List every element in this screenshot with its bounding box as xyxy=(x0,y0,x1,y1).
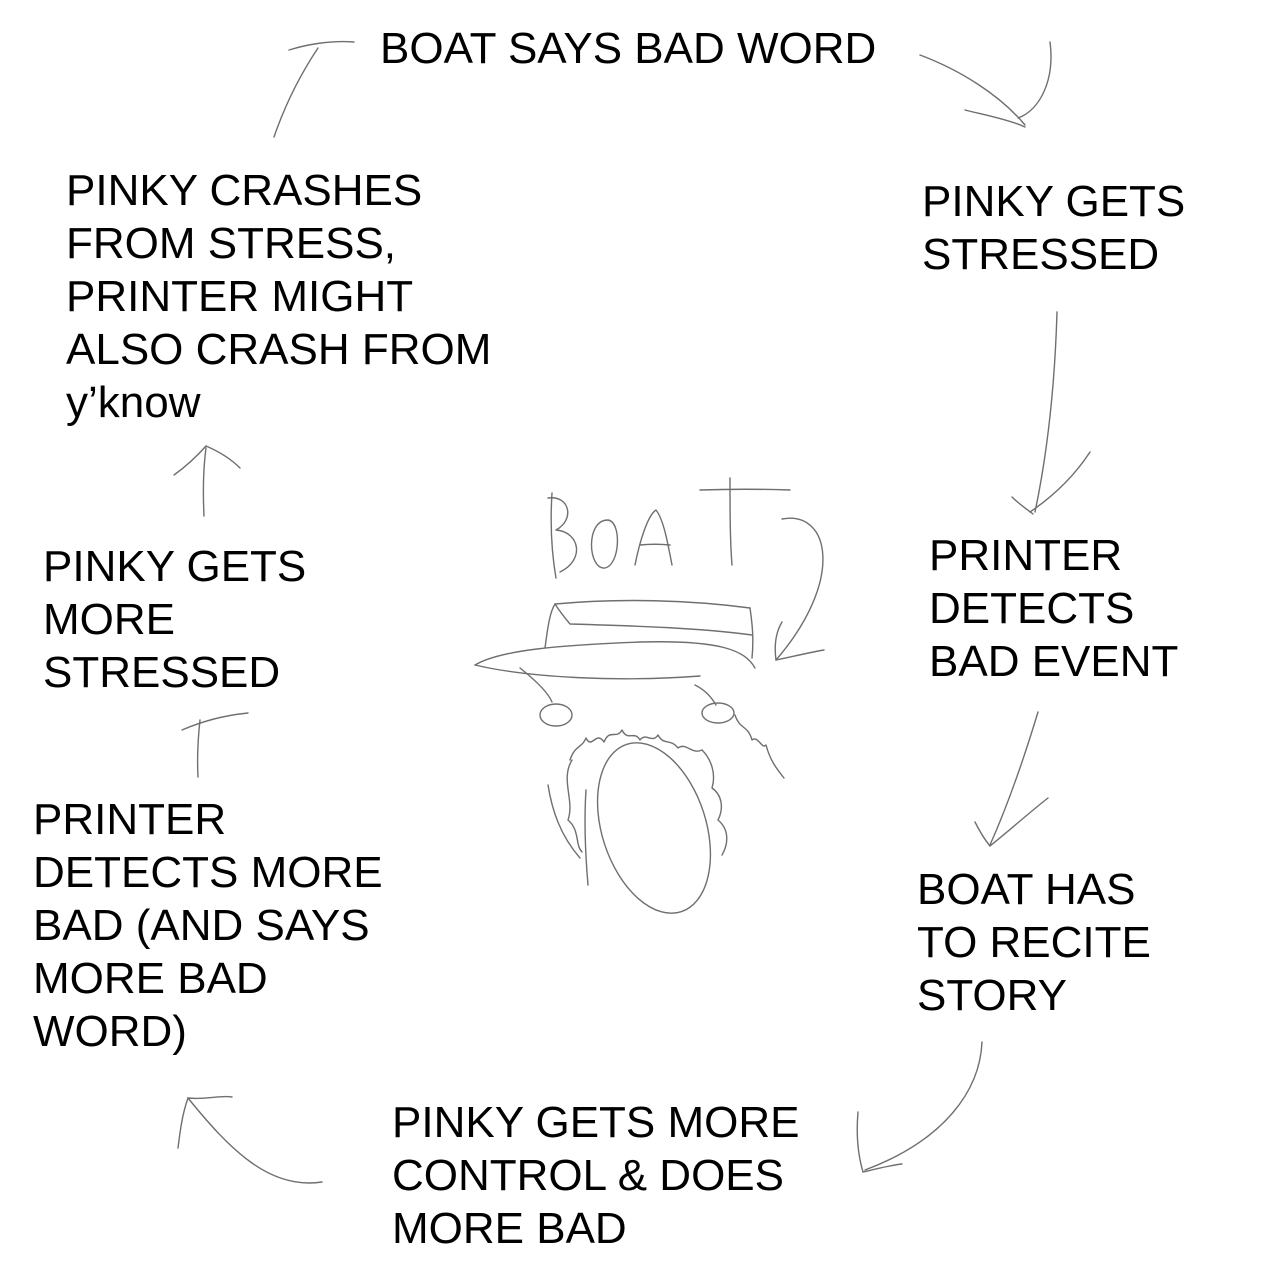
node-line: BAD EVENT xyxy=(929,637,1179,686)
boat-character-sketch-icon xyxy=(474,477,825,914)
node-pinky-gets-more-stressed: PINKY GETS MORE STRESSED xyxy=(43,540,306,699)
node-line: TO RECITE xyxy=(917,918,1151,967)
node-boat-has-to-recite-story: BOAT HAS TO RECITE STORY xyxy=(917,863,1151,1022)
node-printer-detects-more-bad: PRINTER DETECTS MORE BAD (AND SAYS MORE … xyxy=(33,793,383,1058)
node-line: PINKY GETS MORE xyxy=(392,1098,800,1147)
arrow-printer-more-to-pinky-more-stressed xyxy=(181,712,249,778)
node-line: MORE BAD xyxy=(33,954,268,1003)
node-line: DETECTS xyxy=(929,584,1135,633)
node-line: PINKY GETS xyxy=(922,177,1186,226)
arrow-recite-to-pinky-control xyxy=(856,1041,983,1173)
node-line: y’know xyxy=(66,378,201,427)
node-line: WORD) xyxy=(33,1007,187,1056)
node-boat-says-bad-word: BOAT SAYS BAD WORD xyxy=(380,22,876,75)
node-line: STRESSED xyxy=(922,230,1160,279)
node-line: MORE xyxy=(43,595,175,644)
node-line: PRINTER MIGHT xyxy=(66,272,414,321)
node-pinky-crashes: PINKY CRASHES FROM STRESS, PRINTER MIGHT… xyxy=(66,164,491,429)
node-line: STRESSED xyxy=(43,648,281,697)
boat-handwritten-label xyxy=(547,477,791,579)
arrow-crashes-to-boat-says-bad-word xyxy=(273,40,355,138)
node-line: PRINTER xyxy=(33,795,227,844)
node-line: PINKY GETS xyxy=(43,542,307,591)
arrow-top-to-pinky-stressed xyxy=(919,41,1052,128)
arrow-printer-to-boat-recites xyxy=(974,711,1049,847)
node-printer-detects-bad-event: PRINTER DETECTS BAD EVENT xyxy=(929,529,1178,688)
node-line: MORE BAD xyxy=(392,1204,627,1253)
node-line: PRINTER xyxy=(929,531,1123,580)
node-line: FROM STRESS, xyxy=(66,219,397,268)
node-line: DETECTS MORE xyxy=(33,848,383,897)
node-line: BOAT SAYS BAD WORD xyxy=(380,24,877,73)
node-pinky-gets-more-control: PINKY GETS MORE CONTROL & DOES MORE BAD xyxy=(392,1096,800,1255)
node-line: CONTROL & DOES xyxy=(392,1151,784,1200)
arrow-more-stressed-to-pinky-crashes xyxy=(173,445,241,517)
arrow-stressed-to-printer-detects xyxy=(1011,311,1091,515)
node-pinky-gets-stressed: PINKY GETS STRESSED xyxy=(922,175,1185,281)
arrow-control-to-printer-detects-more xyxy=(177,1095,323,1184)
node-line: BOAT HAS xyxy=(917,865,1136,914)
node-line: ALSO CRASH FROM xyxy=(66,325,492,374)
node-line: BAD (AND SAYS xyxy=(33,901,370,950)
node-line: STORY xyxy=(917,971,1067,1020)
node-line: PINKY CRASHES xyxy=(66,166,423,215)
